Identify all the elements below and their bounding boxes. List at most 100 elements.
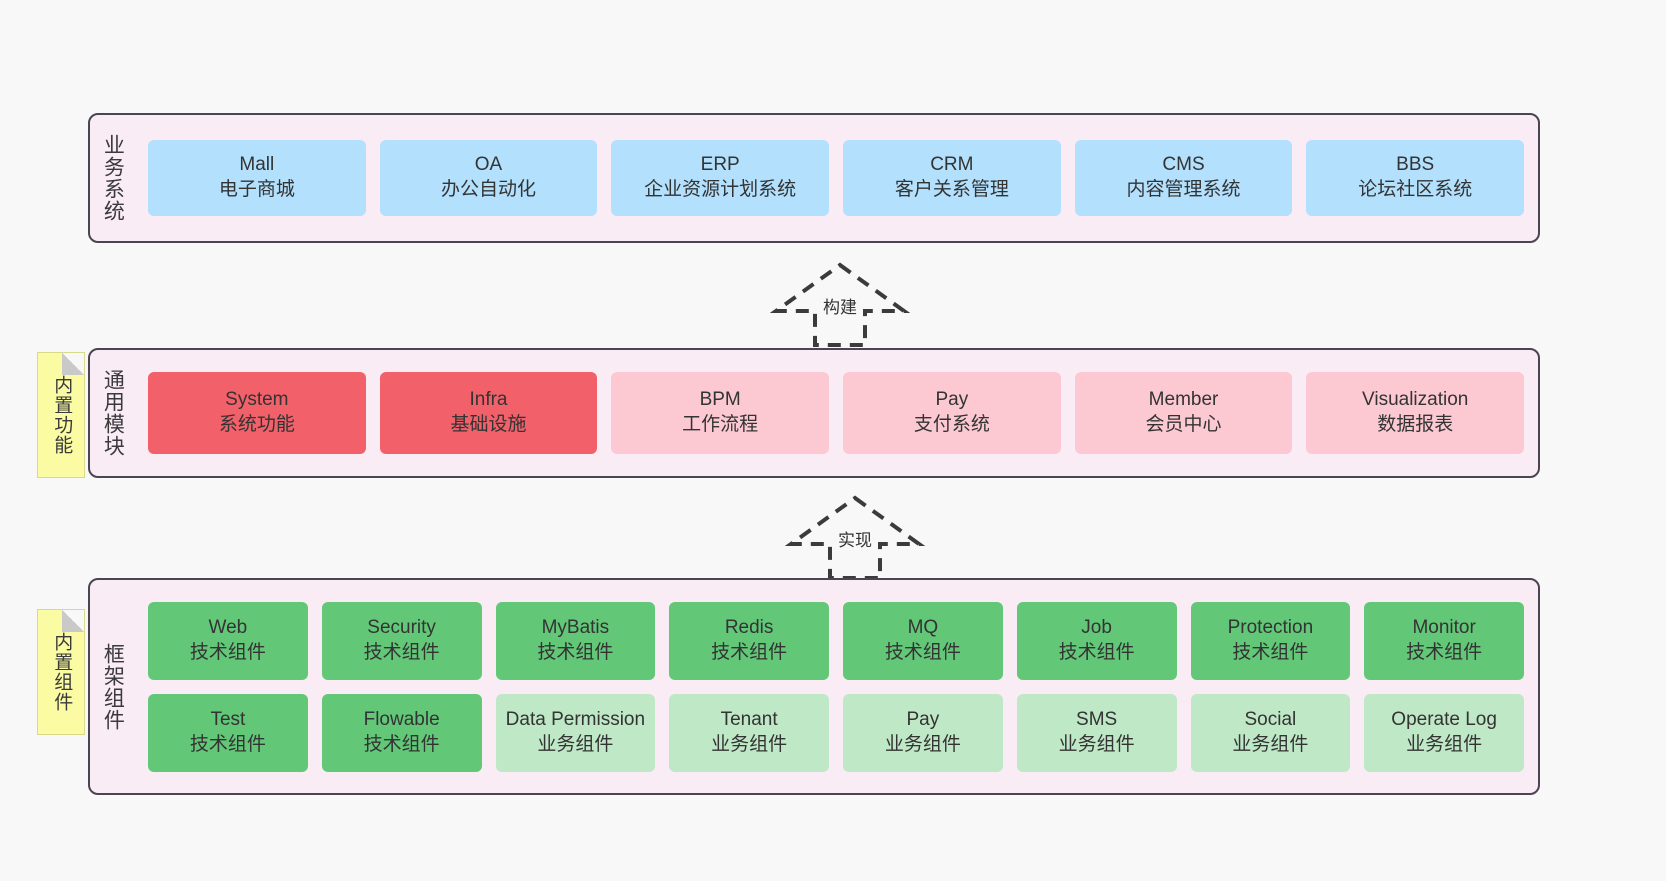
card-subtitle: 业务组件	[884, 733, 961, 755]
card-row: System 系统功能 Infra 基础设施 BPM 工作流程 Pay 支付系统…	[148, 372, 1525, 454]
card-row: Mall 电子商城 OA 办公自动化 ERP 企业资源计划系统 CRM 客户关系…	[148, 140, 1525, 216]
card-mq[interactable]: MQ 技术组件	[843, 601, 1003, 680]
card-flowable[interactable]: Flowable 技术组件	[321, 693, 482, 772]
card-subtitle: 业务组件	[1406, 733, 1483, 755]
card-subtitle: 技术组件	[1232, 641, 1309, 663]
sticky-note-label: 内置功能	[51, 375, 73, 455]
card-system[interactable]: System 系统功能	[148, 372, 366, 454]
card-title: Security	[367, 616, 436, 638]
layer-body-framework: Web 技术组件 Security 技术组件 MyBatis 技术组件 Redi…	[134, 580, 1538, 793]
card-title: BPM	[699, 389, 741, 411]
card-subtitle: 技术组件	[363, 641, 440, 663]
card-cms[interactable]: CMS 内容管理系统	[1074, 140, 1293, 216]
card-social[interactable]: Social 业务组件	[1190, 693, 1351, 772]
card-title: Web	[208, 616, 248, 638]
card-security[interactable]: Security 技术组件	[321, 601, 482, 680]
card-operate-log[interactable]: Operate Log 业务组件	[1364, 693, 1524, 772]
card-subtitle: 论坛社区系统	[1358, 179, 1473, 200]
card-title: System	[225, 389, 289, 411]
layer-framework-components: 框架组件 Web 技术组件 Security 技术组件 MyBatis 技术组件…	[88, 578, 1540, 795]
card-subtitle: 数据报表	[1377, 414, 1454, 435]
arrow-implement: 实现	[775, 492, 935, 580]
layer-common-modules: 通用模块 System 系统功能 Infra 基础设施 BPM 工作流程 Pay…	[88, 348, 1540, 478]
sticky-note-builtin-components: 内置组件	[37, 609, 85, 735]
layer-body-business: Mall 电子商城 OA 办公自动化 ERP 企业资源计划系统 CRM 客户关系…	[134, 115, 1538, 241]
card-subtitle: 业务组件	[1058, 733, 1135, 755]
arrow-label-build: 构建	[823, 298, 857, 317]
card-title: Monitor	[1412, 616, 1476, 638]
card-title: Pay	[906, 708, 940, 730]
card-row: Test 技术组件 Flowable 技术组件 Data Permission …	[148, 693, 1524, 772]
card-title: SMS	[1076, 708, 1118, 730]
layer-title-modules: 通用模块	[101, 369, 125, 457]
card-subtitle: 业务组件	[711, 733, 788, 755]
layer-title-business: 业务系统	[101, 134, 125, 222]
card-subtitle: 电子商城	[218, 179, 295, 200]
card-web[interactable]: Web 技术组件	[148, 601, 308, 680]
dashed-hollow-up-arrow-icon	[769, 262, 911, 347]
card-pay-module[interactable]: Pay 支付系统	[843, 372, 1061, 454]
card-title: Job	[1081, 616, 1112, 638]
card-subtitle: 技术组件	[1058, 641, 1135, 663]
card-protection[interactable]: Protection 技术组件	[1190, 601, 1351, 680]
card-subtitle: 基础设施	[450, 414, 527, 435]
card-mybatis[interactable]: MyBatis 技术组件	[495, 601, 656, 680]
card-bbs[interactable]: BBS 论坛社区系统	[1306, 140, 1525, 216]
card-title: Test	[210, 708, 246, 730]
card-infra[interactable]: Infra 基础设施	[379, 372, 598, 454]
card-title: Visualization	[1362, 389, 1469, 411]
layer-body-modules: System 系统功能 Infra 基础设施 BPM 工作流程 Pay 支付系统…	[134, 350, 1538, 476]
card-tenant[interactable]: Tenant 业务组件	[669, 693, 829, 772]
card-subtitle: 技术组件	[537, 641, 614, 663]
card-title: BBS	[1396, 154, 1435, 176]
card-subtitle: 办公自动化	[441, 179, 537, 200]
card-title: OA	[474, 154, 503, 176]
card-title: Protection	[1227, 616, 1314, 638]
card-subtitle: 客户关系管理	[894, 179, 1009, 200]
card-subtitle: 技术组件	[1406, 641, 1483, 663]
card-visualization[interactable]: Visualization 数据报表	[1306, 372, 1525, 454]
card-sms[interactable]: SMS 业务组件	[1016, 693, 1177, 772]
card-crm[interactable]: CRM 客户关系管理	[843, 140, 1061, 216]
card-subtitle: 技术组件	[711, 641, 788, 663]
card-data-permission[interactable]: Data Permission 业务组件	[495, 693, 656, 772]
card-subtitle: 技术组件	[363, 733, 440, 755]
card-title: CMS	[1162, 154, 1205, 176]
card-bpm[interactable]: BPM 工作流程	[611, 372, 830, 454]
card-subtitle: 技术组件	[189, 641, 266, 663]
card-subtitle: 工作流程	[682, 414, 759, 435]
card-title: Social	[1244, 708, 1297, 730]
card-redis[interactable]: Redis 技术组件	[669, 601, 829, 680]
card-subtitle: 业务组件	[537, 733, 614, 755]
layer-title-framework: 框架组件	[101, 642, 125, 731]
card-job[interactable]: Job 技术组件	[1016, 601, 1177, 680]
card-subtitle: 内容管理系统	[1126, 179, 1241, 200]
card-oa[interactable]: OA 办公自动化	[379, 140, 598, 216]
card-subtitle: 企业资源计划系统	[644, 179, 797, 200]
card-title: ERP	[700, 154, 740, 176]
card-pay-component[interactable]: Pay 业务组件	[843, 693, 1003, 772]
card-title: Member	[1148, 389, 1219, 411]
card-title: MQ	[907, 616, 939, 638]
card-subtitle: 系统功能	[218, 414, 295, 435]
card-title: Mall	[239, 154, 275, 176]
card-member[interactable]: Member 会员中心	[1074, 372, 1293, 454]
card-title: CRM	[930, 154, 974, 176]
card-erp[interactable]: ERP 企业资源计划系统	[611, 140, 830, 216]
card-title: Flowable	[363, 708, 440, 730]
card-title: Operate Log	[1391, 708, 1497, 730]
card-title: Pay	[935, 389, 969, 411]
arrow-label-implement: 实现	[838, 531, 872, 550]
layer-business-systems: 业务系统 Mall 电子商城 OA 办公自动化 ERP 企业资源计划系统 CRM…	[88, 113, 1540, 243]
card-title: Tenant	[720, 708, 778, 730]
card-subtitle: 业务组件	[1232, 733, 1309, 755]
card-test[interactable]: Test 技术组件	[148, 693, 308, 772]
card-mall[interactable]: Mall 电子商城	[148, 140, 366, 216]
card-subtitle: 技术组件	[884, 641, 961, 663]
card-subtitle: 会员中心	[1145, 414, 1222, 435]
card-monitor[interactable]: Monitor 技术组件	[1364, 601, 1524, 680]
card-title: Data Permission	[505, 708, 646, 730]
card-title: Infra	[469, 389, 508, 411]
arrow-build: 构建	[760, 259, 920, 347]
